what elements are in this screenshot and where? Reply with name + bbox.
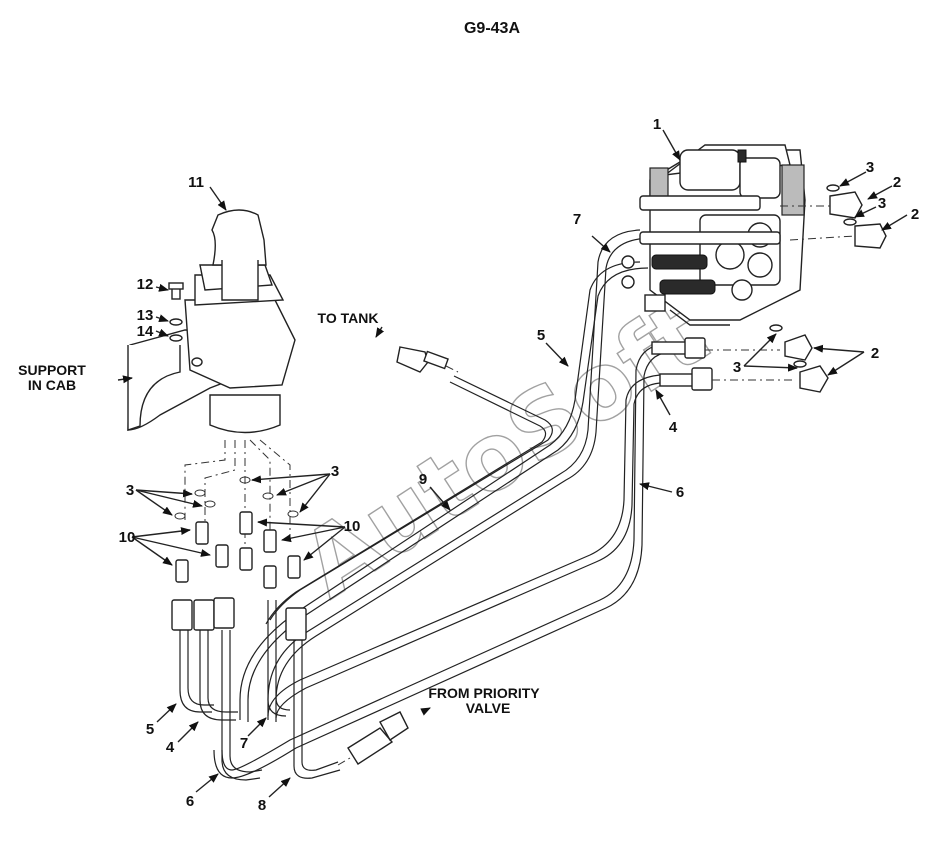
label-priority-line1: FROM PRIORITY — [428, 685, 540, 701]
port-center-lines — [174, 439, 299, 550]
callout-3b: 3 — [878, 195, 886, 212]
callout-10b: 10 — [344, 518, 361, 535]
tank-fitting — [396, 346, 459, 373]
callout-14: 14 — [137, 323, 154, 340]
hose-bundle — [179, 229, 669, 781]
leader-lines — [117, 129, 908, 798]
joystick-assembly — [127, 209, 296, 434]
screw-washer-stack — [168, 282, 184, 342]
callout-6a: 6 — [676, 484, 684, 501]
callout-2c: 2 — [871, 345, 879, 362]
callout-2a: 2 — [893, 174, 901, 191]
callout-5a: 5 — [537, 327, 545, 344]
callout-10a: 10 — [119, 529, 136, 546]
callout-12: 12 — [137, 276, 154, 293]
callout-3a: 3 — [866, 159, 874, 176]
callout-8: 8 — [258, 797, 266, 814]
callout-4b: 4 — [166, 739, 175, 756]
label-support-line1: SUPPORT — [18, 362, 86, 378]
callout-13: 13 — [137, 307, 154, 324]
callout-1: 1 — [653, 116, 661, 133]
callout-7a: 7 — [573, 211, 581, 228]
callout-11: 11 — [188, 174, 204, 191]
callout-3e: 3 — [331, 463, 339, 480]
callout-6b: 6 — [186, 793, 194, 810]
callout-4a: 4 — [669, 419, 678, 436]
label-to-tank: TO TANK — [318, 310, 379, 326]
priority-fitting — [337, 711, 409, 766]
label-support-line2: IN CAB — [28, 377, 76, 393]
callout-5b: 5 — [146, 721, 154, 738]
valve-assembly — [621, 144, 887, 393]
callout-3d: 3 — [126, 482, 134, 499]
callout-7b: 7 — [240, 735, 248, 752]
watermark: AutoSoft — [284, 280, 726, 619]
callout-3c: 3 — [733, 359, 741, 376]
callout-9: 9 — [419, 471, 427, 488]
diagram-title: G9-43A — [464, 20, 520, 37]
label-priority-line2: VALVE — [466, 700, 511, 716]
callout-2b: 2 — [911, 206, 919, 223]
fittings — [171, 511, 307, 641]
